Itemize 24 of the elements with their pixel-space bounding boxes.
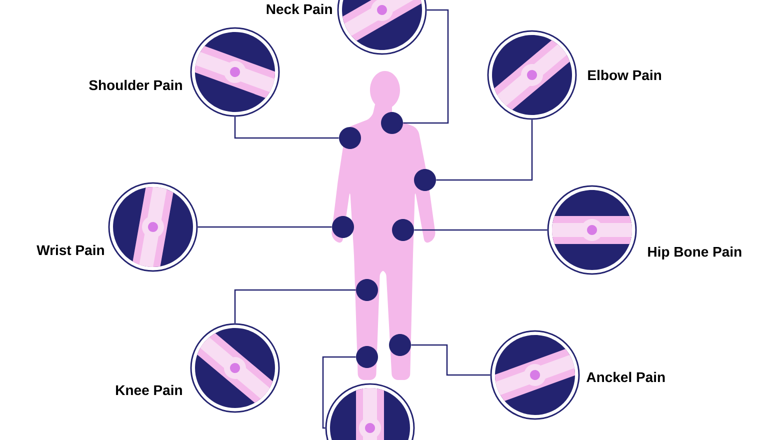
pain-label: Anckel Pain	[586, 372, 665, 382]
pain-label: Neck Pain	[266, 4, 332, 14]
joint-dot	[339, 127, 361, 149]
joint-dot	[392, 219, 414, 241]
pain-label: Shoulder Pain	[89, 80, 182, 90]
joint-dot	[356, 279, 378, 301]
pain-label: Wrist Pain	[36, 244, 104, 256]
connector-line	[198, 226, 332, 228]
joint-picture	[325, 383, 415, 440]
connector-line	[414, 229, 548, 231]
connector-line	[436, 120, 533, 181]
joint-dot	[414, 169, 436, 191]
joint-dot	[389, 334, 411, 356]
connector-line	[322, 356, 356, 429]
connector-line	[403, 9, 449, 124]
connector-line	[411, 344, 490, 376]
pain-label: Knee Pain	[116, 384, 182, 396]
pain-label: Hip Bone Pain	[648, 246, 742, 260]
joint-dot	[356, 346, 378, 368]
pain-label: Elbow Pain	[588, 70, 661, 80]
joint-dot	[381, 112, 403, 134]
connector-line	[234, 116, 339, 139]
joint-dot	[332, 216, 354, 238]
connector-line	[234, 289, 356, 324]
